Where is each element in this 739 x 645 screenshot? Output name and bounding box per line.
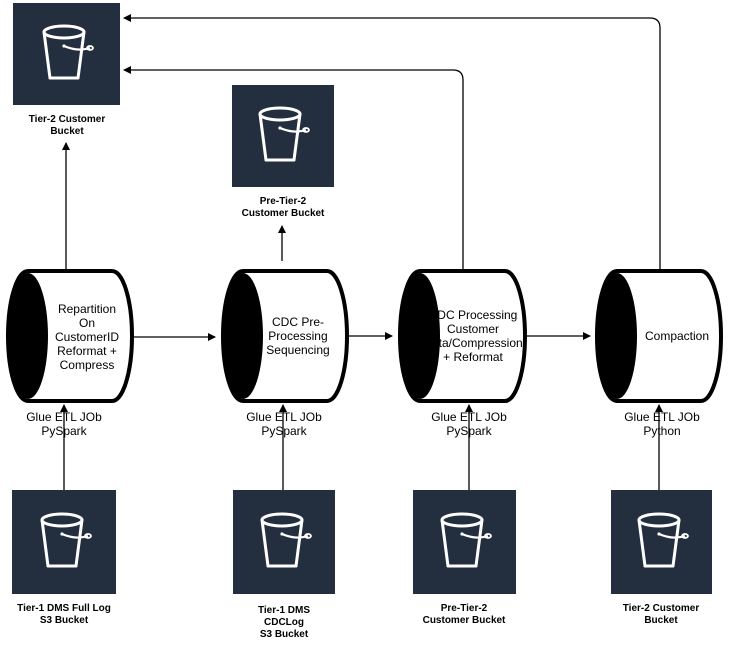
bucket-label-line: Bucket — [50, 126, 84, 137]
bucket-label-line: Pre-Tier-2 — [440, 603, 488, 614]
bucket-box-tier2-top — [13, 3, 120, 105]
bucket-label-pre-tier2-top: Pre-Tier-2 Customer Bucket — [222, 196, 344, 220]
job-label-line: Glue ETL JOb — [246, 410, 322, 424]
job-text-line: Repartition — [57, 302, 116, 316]
arrow-job3-to-tier2 — [123, 66, 464, 271]
bucket-box-pre-tier2-bottom — [413, 490, 516, 594]
bucket-label-line: Pre-Tier-2 — [259, 196, 307, 207]
job-text-line: + Reformat — [443, 350, 503, 364]
bucket-label-tier1-cdc: Tier-1 DMS CDCLog S3 Bucket — [234, 605, 334, 641]
bucket-box-tier1-full — [12, 490, 116, 594]
bucket-label-line: S3 Bucket — [39, 615, 89, 626]
bucket-label-line: Tier-1 DMS Full Log — [17, 603, 111, 614]
job3-label: Glue ETL JOb PySpark — [419, 410, 519, 438]
job-text-line: Compaction — [644, 329, 710, 343]
job-label-line: PySpark — [261, 424, 307, 438]
bucket-label-tier2-bottom: Tier-2 Customer Bucket — [606, 603, 716, 627]
bucket-label-line: CDCLog — [264, 617, 304, 628]
job-label-line: PySpark — [446, 424, 492, 438]
job-label-line: Glue ETL JOb — [26, 410, 102, 424]
bucket-label-tier2-top: Tier-2 Customer Bucket — [14, 114, 120, 138]
job-text-line: Customer — [446, 322, 499, 336]
job1-label: Glue ETL JOb PySpark — [14, 410, 114, 438]
bucket-label-line: S3 Bucket — [259, 629, 309, 640]
arrow-job4-to-tier2 — [123, 14, 661, 271]
job-text-line: Sequencing — [266, 343, 330, 357]
bucket-label-pre-tier2-bottom: Pre-Tier-2 Customer Bucket — [404, 603, 524, 627]
bucket-label-tier1-full: Tier-1 DMS Full Log S3 Bucket — [4, 603, 124, 627]
job-label-line: Glue ETL JOb — [624, 410, 700, 424]
job-text-line: Processing — [268, 329, 328, 343]
job-text-line: CustomerID — [54, 330, 119, 344]
job-text-line: Reformat + — [57, 344, 117, 358]
job3-description: CDC Processing Customer Data/Compression… — [423, 296, 523, 376]
glue-job-cylinder-3 — [398, 269, 527, 403]
job1-description: Repartition On CustomerID Reformat + Com… — [44, 290, 130, 384]
glue-job-cylinder-2 — [221, 269, 349, 403]
bucket-label-line: Tier-2 Customer — [622, 603, 700, 614]
glue-job-cylinder-4 — [595, 269, 723, 403]
job2-description: CDC Pre- Processing Sequencing — [258, 300, 338, 372]
bucket-label-line: Tier-2 Customer — [28, 114, 106, 125]
job-text-line: CDC Pre- — [271, 315, 324, 329]
bucket-label-line: Customer Bucket — [422, 615, 506, 626]
job-text-line: CDC Processing — [428, 308, 518, 322]
job-text-line: On — [78, 316, 95, 330]
job-label-line: Python — [643, 424, 681, 438]
bucket-box-tier2-bottom — [611, 490, 712, 594]
bucket-box-pre-tier2-top — [232, 85, 334, 187]
bucket-box-tier1-cdc — [233, 490, 335, 594]
job4-description: Compaction — [636, 322, 718, 350]
job-label-line: Glue ETL JOb — [431, 410, 507, 424]
glue-job-cylinder-1 — [6, 269, 134, 403]
bucket-label-line: Customer Bucket — [241, 208, 325, 219]
bucket-label-line: Tier-1 DMS — [257, 605, 311, 616]
job4-label: Glue ETL JOb Python — [612, 410, 712, 438]
job-text-line: Compress — [59, 358, 115, 372]
job-label-line: PySpark — [41, 424, 87, 438]
job-text-line: Data/Compression — [423, 336, 523, 350]
bucket-label-line: Bucket — [644, 615, 678, 626]
job2-label: Glue ETL JOb PySpark — [234, 410, 334, 438]
